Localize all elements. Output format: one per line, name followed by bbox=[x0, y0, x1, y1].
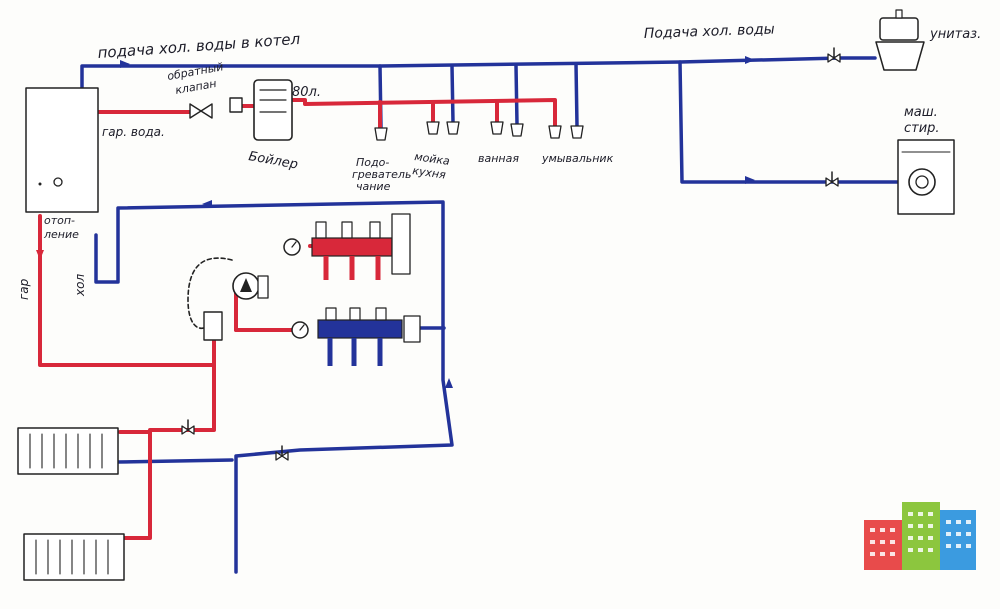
tank-volume-label: 80л. bbox=[292, 85, 321, 100]
faucet-row bbox=[374, 121, 584, 141]
point-label-1-line1: Подо- bbox=[356, 156, 389, 169]
ball-valve-icon bbox=[181, 419, 195, 435]
mixing-valve bbox=[203, 311, 223, 341]
toilet-icon bbox=[875, 9, 925, 71]
ball-valve-icon bbox=[275, 445, 289, 461]
hot-vertical-label: гар bbox=[17, 278, 31, 300]
bypass-line bbox=[187, 257, 233, 330]
cold-manifold bbox=[317, 307, 421, 366]
ball-valve-icon bbox=[827, 47, 841, 63]
washer-label-2: стир. bbox=[904, 121, 940, 136]
pressure-gauge-icon bbox=[291, 321, 309, 339]
washing-machine-icon bbox=[897, 139, 955, 215]
gas-boiler-icon bbox=[25, 87, 99, 213]
cold-to-boiler-label: подача хол. воды в котел bbox=[97, 30, 301, 62]
hot-manifold bbox=[311, 213, 411, 280]
cold-water-pipes bbox=[80, 56, 902, 574]
cold-vertical-label: хол bbox=[73, 274, 87, 297]
faucet-icon bbox=[570, 125, 584, 139]
faucet-icon bbox=[374, 127, 388, 141]
point-label-1-line2: греватель bbox=[352, 168, 411, 181]
point-label-3: ванная bbox=[478, 152, 519, 165]
faucet-icon bbox=[510, 123, 524, 137]
radiator-icon bbox=[17, 427, 119, 475]
heating-label-1: отоп- bbox=[44, 214, 75, 227]
point-label-2-line2: кухня bbox=[412, 164, 447, 182]
hot-water-label: гар. вода. bbox=[102, 125, 165, 139]
hot-water-pipes bbox=[38, 98, 557, 540]
tank-label: Бойлер bbox=[247, 149, 299, 172]
faucet-icon bbox=[446, 121, 460, 135]
heating-label-2: ление bbox=[43, 228, 79, 241]
water-heater-tank-icon bbox=[253, 79, 293, 141]
faucet-icon bbox=[490, 121, 504, 135]
cold-supply-label: Подача хол. воды bbox=[644, 21, 775, 42]
circulation-pump-icon bbox=[232, 272, 269, 300]
faucet-icon bbox=[426, 121, 440, 135]
toilet-label: унитаз. bbox=[929, 27, 981, 42]
flow-arrow-hot bbox=[36, 250, 44, 260]
point-label-2-line1: мойка bbox=[414, 150, 451, 168]
washer-label-1: маш. bbox=[904, 105, 938, 120]
point-label-4: умывальник bbox=[541, 152, 614, 165]
check-valve-icon bbox=[189, 97, 243, 119]
point-label-1-line3: чание bbox=[356, 180, 391, 193]
flow-arrows bbox=[120, 56, 755, 388]
city-buildings-logo bbox=[864, 502, 976, 570]
ball-valve-icon bbox=[825, 171, 839, 187]
radiator-icon bbox=[23, 533, 125, 581]
pressure-gauge-icon bbox=[283, 238, 301, 256]
faucet-icon bbox=[548, 125, 562, 139]
